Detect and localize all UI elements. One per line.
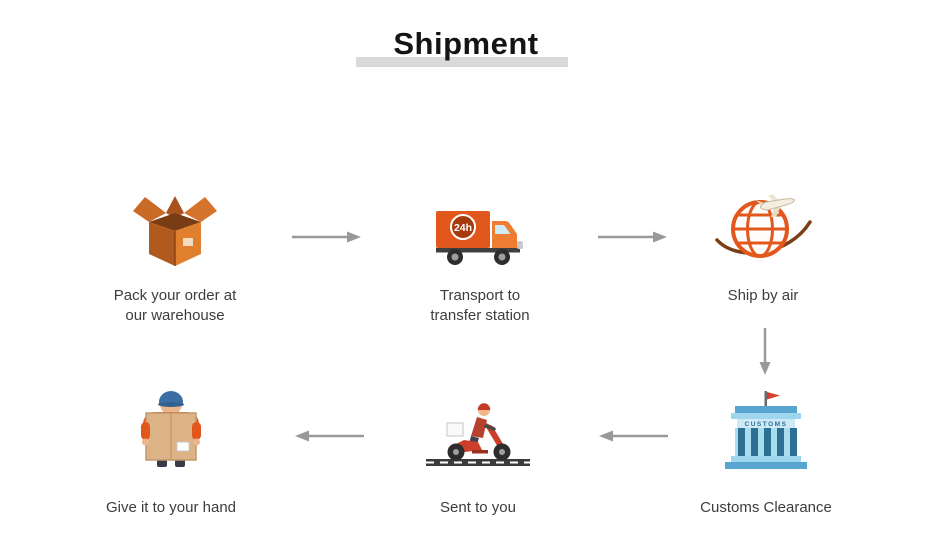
step-pack-order: Pack your order at our warehouse — [75, 188, 275, 327]
arrow-left-sent-to-hand — [295, 430, 364, 442]
step-customs-clearance: CUSTOMS Customs Clearance — [666, 386, 866, 518]
svg-text:24h: 24h — [454, 222, 472, 234]
step-transport: 24h Transport to transfer station — [380, 188, 580, 327]
delivery-truck-icon: 24h — [434, 188, 526, 268]
step-label: Sent to you — [440, 498, 516, 518]
step-label-line: Give it to your hand — [105, 499, 237, 516]
delivery-scooter-icon — [426, 386, 530, 472]
title-underline — [356, 57, 568, 67]
page-title: Shipment — [393, 26, 539, 61]
step-give-to-hand: Give it to your hand — [71, 386, 271, 518]
arrow-right-transport-to-ship — [598, 231, 667, 243]
step-label: Customs Clearance — [700, 498, 832, 518]
arrow-right-pack-to-transport — [292, 231, 361, 243]
step-label: Transport to transfer station — [430, 286, 529, 327]
step-label-line: Customs Clearance — [700, 499, 832, 516]
arrow-left-customs-to-sent — [599, 430, 668, 442]
step-label: Give it to your hand — [106, 498, 236, 518]
step-label-line: our warehouse — [125, 307, 225, 325]
open-box-icon — [133, 188, 217, 268]
step-label: Ship by air — [728, 286, 799, 306]
step-sent-to-you: Sent to you — [378, 386, 578, 518]
customs-building-icon: CUSTOMS — [720, 386, 812, 472]
step-label: Pack your order at our warehouse — [114, 286, 237, 327]
step-label-line: Pack your order at — [113, 287, 237, 304]
globe-plane-icon — [713, 188, 813, 268]
arrow-down-ship-to-customs — [759, 328, 771, 375]
step-ship-by-air: Ship by air — [663, 188, 863, 306]
carry-box-person-icon — [129, 386, 213, 472]
step-label-line: Transport to — [439, 287, 521, 304]
step-label-line: Ship by air — [727, 287, 799, 304]
step-label-line: Sent to you — [440, 499, 516, 516]
svg-text:CUSTOMS: CUSTOMS — [745, 421, 788, 428]
step-label-line: transfer station — [430, 307, 530, 325]
